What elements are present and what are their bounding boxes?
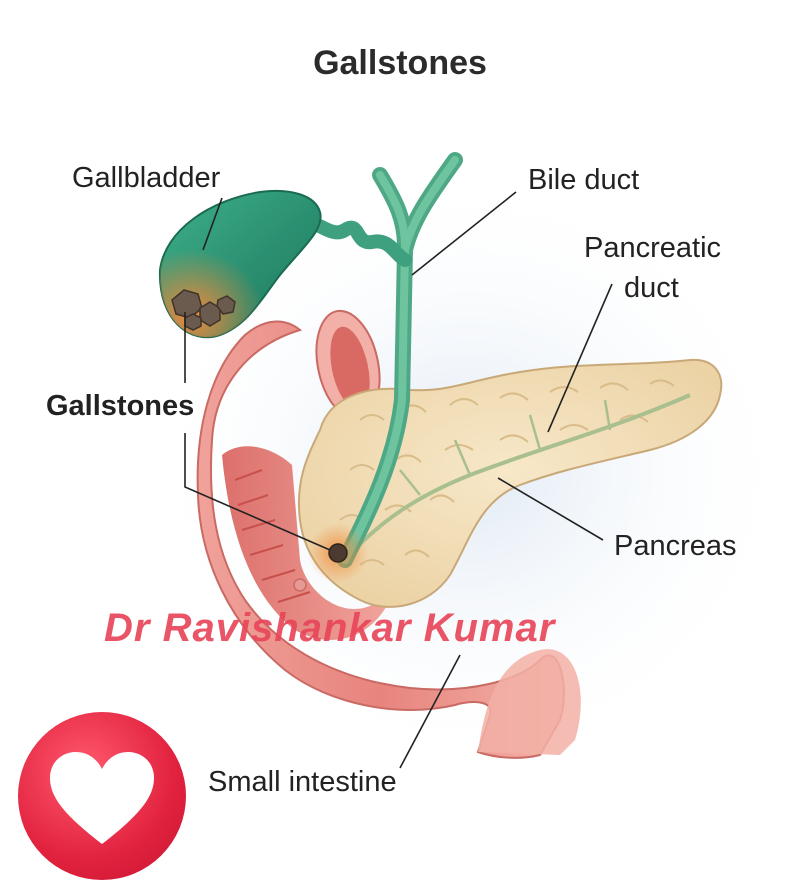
leader-bile-duct [411,191,517,276]
leader-gallstones-lower [184,433,331,551]
leader-gallbladder [202,197,223,251]
label-pancreatic-duct-line2: duct [624,272,679,304]
label-gallstones: Gallstones [46,390,195,422]
leader-pancreas [497,477,604,541]
leader-pancreatic-duct [547,283,613,433]
label-bile-duct: Bile duct [528,164,640,196]
heart-icon [50,752,154,844]
leader-lines [184,191,613,769]
watermark-text: Dr Ravishankar Kumar [104,606,556,650]
bile-duct [293,152,463,568]
lodged-gallstone [328,543,348,563]
label-small-intestine: Small intestine [208,766,397,798]
heart-badge[interactable] [18,712,186,880]
minor-papilla [293,578,307,592]
label-pancreatic-duct-line1: Pancreatic [584,232,722,264]
diagram-title: Gallstones [313,44,487,82]
leader-small-intestine [399,654,461,769]
label-pancreas: Pancreas [614,530,737,562]
label-gallbladder: Gallbladder [72,162,221,194]
